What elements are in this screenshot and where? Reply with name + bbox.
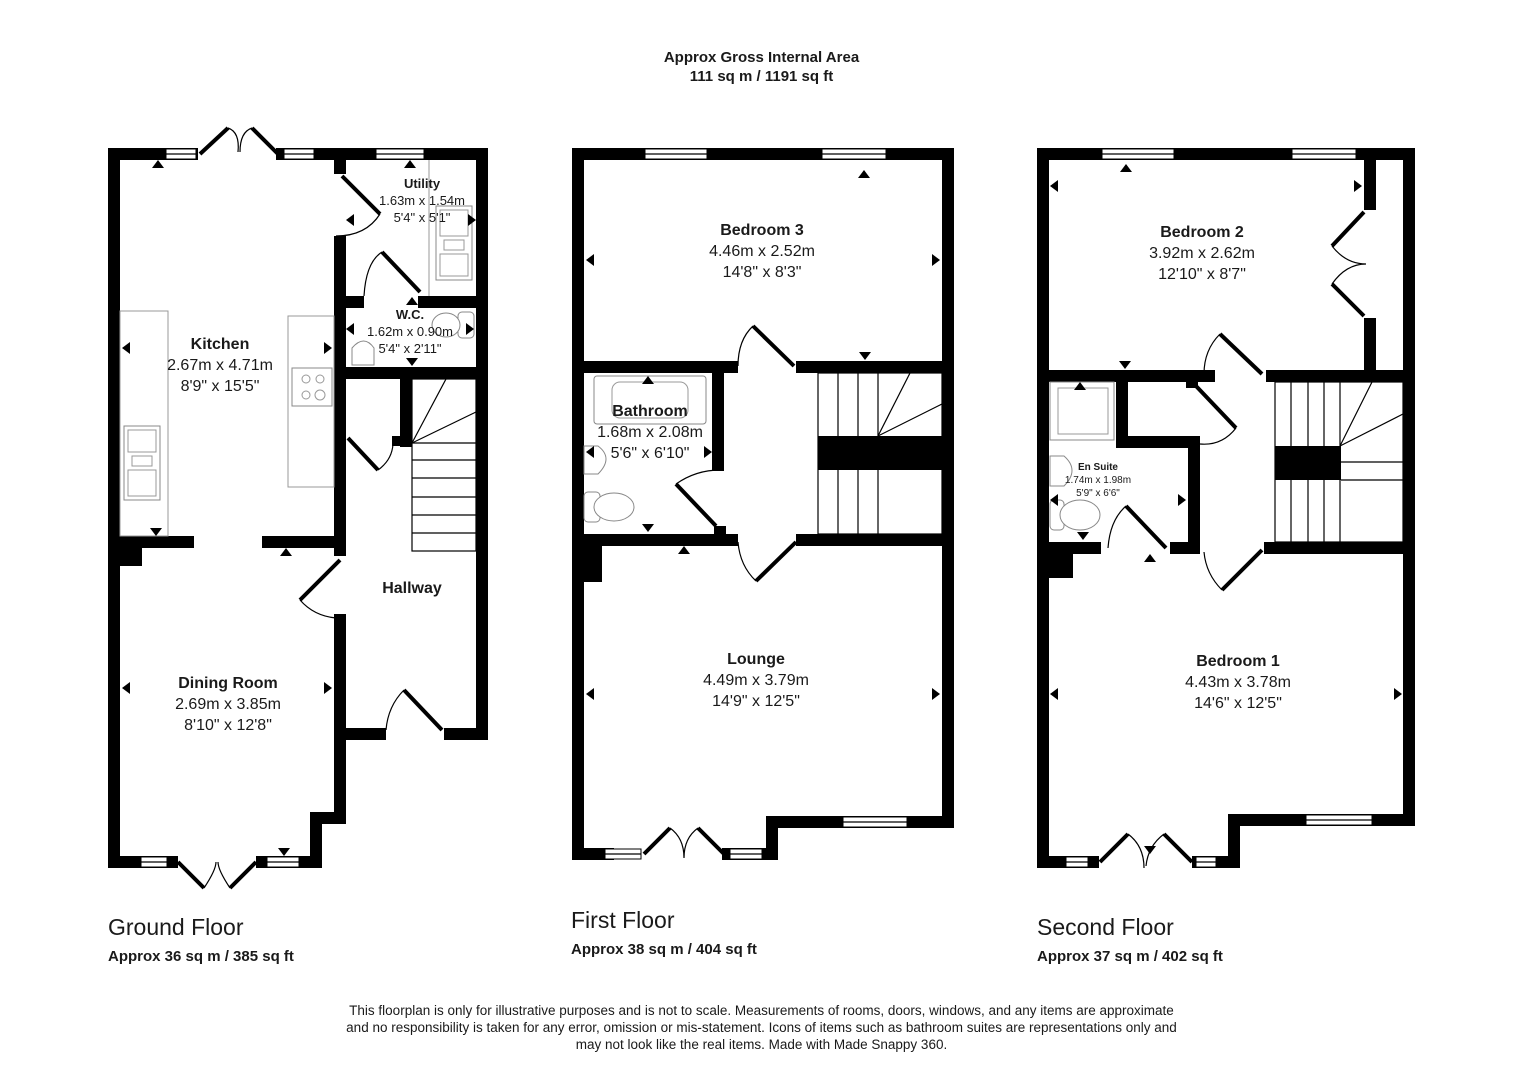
gia-total: 111 sq m / 1191 sq ft — [689, 68, 834, 85]
room-imperial: 5'4" x 5'1" — [393, 210, 451, 225]
room-name: Dining Room — [178, 675, 278, 692]
floor-title-first: First Floor — [571, 907, 675, 933]
room-imperial: 8'10" x 12'8" — [184, 717, 272, 734]
room-metric: 1.74m x 1.98m — [1064, 475, 1132, 486]
room-name: En Suite — [1077, 462, 1118, 473]
disclaimer-line-1: This floorplan is only for illustrative … — [349, 1003, 1174, 1018]
disclaimer-line-2: and no responsibility is taken for any e… — [346, 1020, 1177, 1035]
room-metric: 1.63m x 1.54m — [379, 193, 465, 208]
room-metric: 4.43m x 3.78m — [1185, 674, 1291, 691]
room-bedroom-3: Bedroom 3 4.46m x 2.52m 14'8" x 8'3" — [709, 220, 815, 283]
room-name: Hallway — [382, 580, 442, 597]
room-metric: 4.46m x 2.52m — [709, 243, 815, 260]
room-metric: 3.92m x 2.62m — [1149, 245, 1255, 262]
sink-icon — [435, 205, 473, 281]
room-hallway: Hallway — [382, 578, 442, 599]
hob-icon — [291, 367, 333, 407]
floor-title-second: Second Floor — [1037, 914, 1174, 940]
shower-tray-icon — [1049, 381, 1115, 441]
gross-internal-area: Approx Gross Internal Area 111 sq m / 11… — [0, 48, 1523, 86]
sink-icon — [123, 425, 161, 501]
room-wc: W.C. 1.62m x 0.90m 5'4" x 2'11" — [367, 306, 453, 357]
room-imperial: 14'6" x 12'5" — [1194, 695, 1282, 712]
room-name: Kitchen — [190, 336, 250, 353]
room-name: Bedroom 1 — [1196, 653, 1280, 670]
ground-floor-plan — [108, 126, 488, 890]
disclaimer-line-3: may not look like the real items. Made w… — [575, 1037, 948, 1052]
room-kitchen: Kitchen 2.67m x 4.71m 8'9" x 15'5" — [167, 334, 273, 397]
staircase-icon — [1274, 381, 1404, 543]
room-metric: 2.67m x 4.71m — [167, 357, 273, 374]
room-imperial: 5'6" x 6'10" — [610, 445, 690, 462]
room-imperial: 14'9" x 12'5" — [712, 693, 800, 710]
room-imperial: 5'9" x 6'6" — [1076, 488, 1120, 499]
room-bedroom-1: Bedroom 1 4.43m x 3.78m 14'6" x 12'5" — [1185, 651, 1291, 714]
room-imperial: 8'9" x 15'5" — [180, 378, 260, 395]
room-imperial: 5'4" x 2'11" — [378, 341, 442, 356]
room-name: Utility — [403, 176, 441, 191]
gia-title: Approx Gross Internal Area — [663, 49, 860, 66]
floor-title-ground: Ground Floor — [108, 914, 244, 940]
room-imperial: 14'8" x 8'3" — [722, 264, 802, 281]
staircase-icon — [817, 372, 943, 535]
second-floor-plan — [1037, 148, 1415, 869]
room-metric: 1.62m x 0.90m — [367, 324, 453, 339]
room-lounge: Lounge 4.49m x 3.79m 14'9" x 12'5" — [703, 649, 809, 712]
toilet-icon — [583, 491, 635, 523]
floor-area-ground: Approx 36 sq m / 385 sq ft — [108, 948, 294, 965]
toilet-icon — [1049, 499, 1101, 531]
room-en-suite: En Suite 1.74m x 1.98m 5'9" x 6'6" — [1065, 461, 1131, 500]
room-name: Lounge — [727, 651, 785, 668]
room-name: Bedroom 2 — [1160, 224, 1244, 241]
room-imperial: 12'10" x 8'7" — [1158, 266, 1246, 283]
room-dining-room: Dining Room 2.69m x 3.85m 8'10" x 12'8" — [175, 673, 281, 736]
room-metric: 1.68m x 2.08m — [597, 424, 703, 441]
floor-area-second: Approx 37 sq m / 402 sq ft — [1037, 948, 1223, 965]
room-utility: Utility 1.63m x 1.54m 5'4" x 5'1" — [379, 175, 465, 226]
room-name: Bedroom 3 — [720, 222, 804, 239]
room-metric: 4.49m x 3.79m — [703, 672, 809, 689]
staircase-icon — [411, 378, 477, 552]
basin-icon — [1049, 455, 1073, 487]
room-name: Bathroom — [612, 403, 688, 420]
disclaimer: This floorplan is only for illustrative … — [0, 1002, 1523, 1053]
first-floor-plan — [572, 148, 954, 860]
floor-area-first: Approx 38 sq m / 404 sq ft — [571, 941, 757, 958]
basin-icon — [351, 340, 375, 366]
room-bathroom: Bathroom 1.68m x 2.08m 5'6" x 6'10" — [597, 401, 703, 464]
room-bedroom-2: Bedroom 2 3.92m x 2.62m 12'10" x 8'7" — [1149, 222, 1255, 285]
room-name: W.C. — [395, 307, 425, 322]
room-metric: 2.69m x 3.85m — [175, 696, 281, 713]
